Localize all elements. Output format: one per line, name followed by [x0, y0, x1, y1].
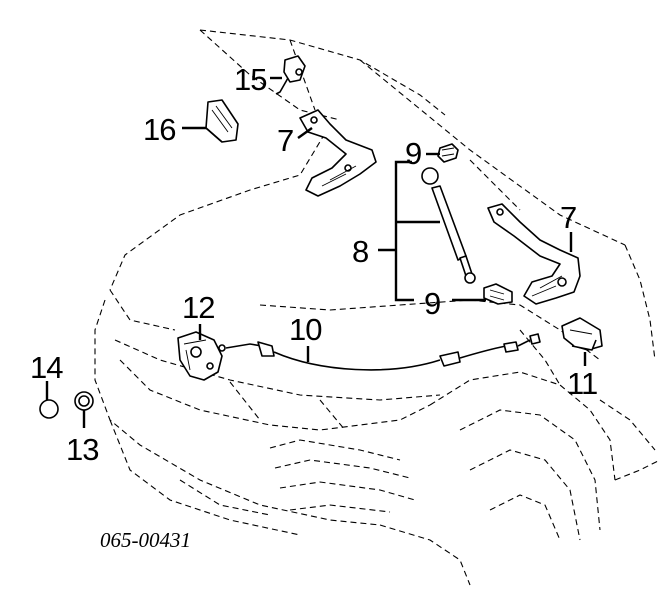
hood-hinge-left-part-7: [299, 109, 377, 197]
callout-14: 14: [30, 350, 63, 385]
callout-11: 11: [567, 366, 597, 401]
hood-hinge-right-part-7: [487, 203, 581, 305]
damper-ball-stud-bottom-part-9: [483, 283, 513, 305]
hood-stop-bracket-part-16: [205, 99, 239, 143]
grommet-part-13: [74, 391, 94, 411]
callout-7-left: 7: [277, 123, 293, 158]
callout-10: 10: [289, 312, 322, 347]
callout-8: 8: [352, 234, 368, 269]
diagram-reference-code: 065-00431: [100, 528, 191, 552]
hood-release-cable-part-10: [218, 333, 541, 371]
vehicle-outline: [94, 29, 661, 586]
callout-9-top: 9: [405, 136, 421, 171]
callout-7-right: 7: [560, 200, 576, 235]
hood-damper-part-8: [421, 167, 476, 284]
callout-16: 16: [143, 112, 175, 147]
hood-hinge-bracket-part-15: [275, 55, 306, 95]
callout-15: 15: [234, 62, 266, 97]
hood-release-lever-part-11: [561, 317, 603, 351]
damper-ball-stud-top-part-9: [437, 143, 459, 163]
hood-lock-part-12: [177, 331, 223, 381]
callout-12: 12: [182, 290, 214, 325]
cap-part-14: [39, 399, 59, 419]
callout-9-bottom: 9: [424, 286, 440, 321]
leader-lines: [45, 76, 587, 428]
callout-13: 13: [66, 432, 98, 467]
